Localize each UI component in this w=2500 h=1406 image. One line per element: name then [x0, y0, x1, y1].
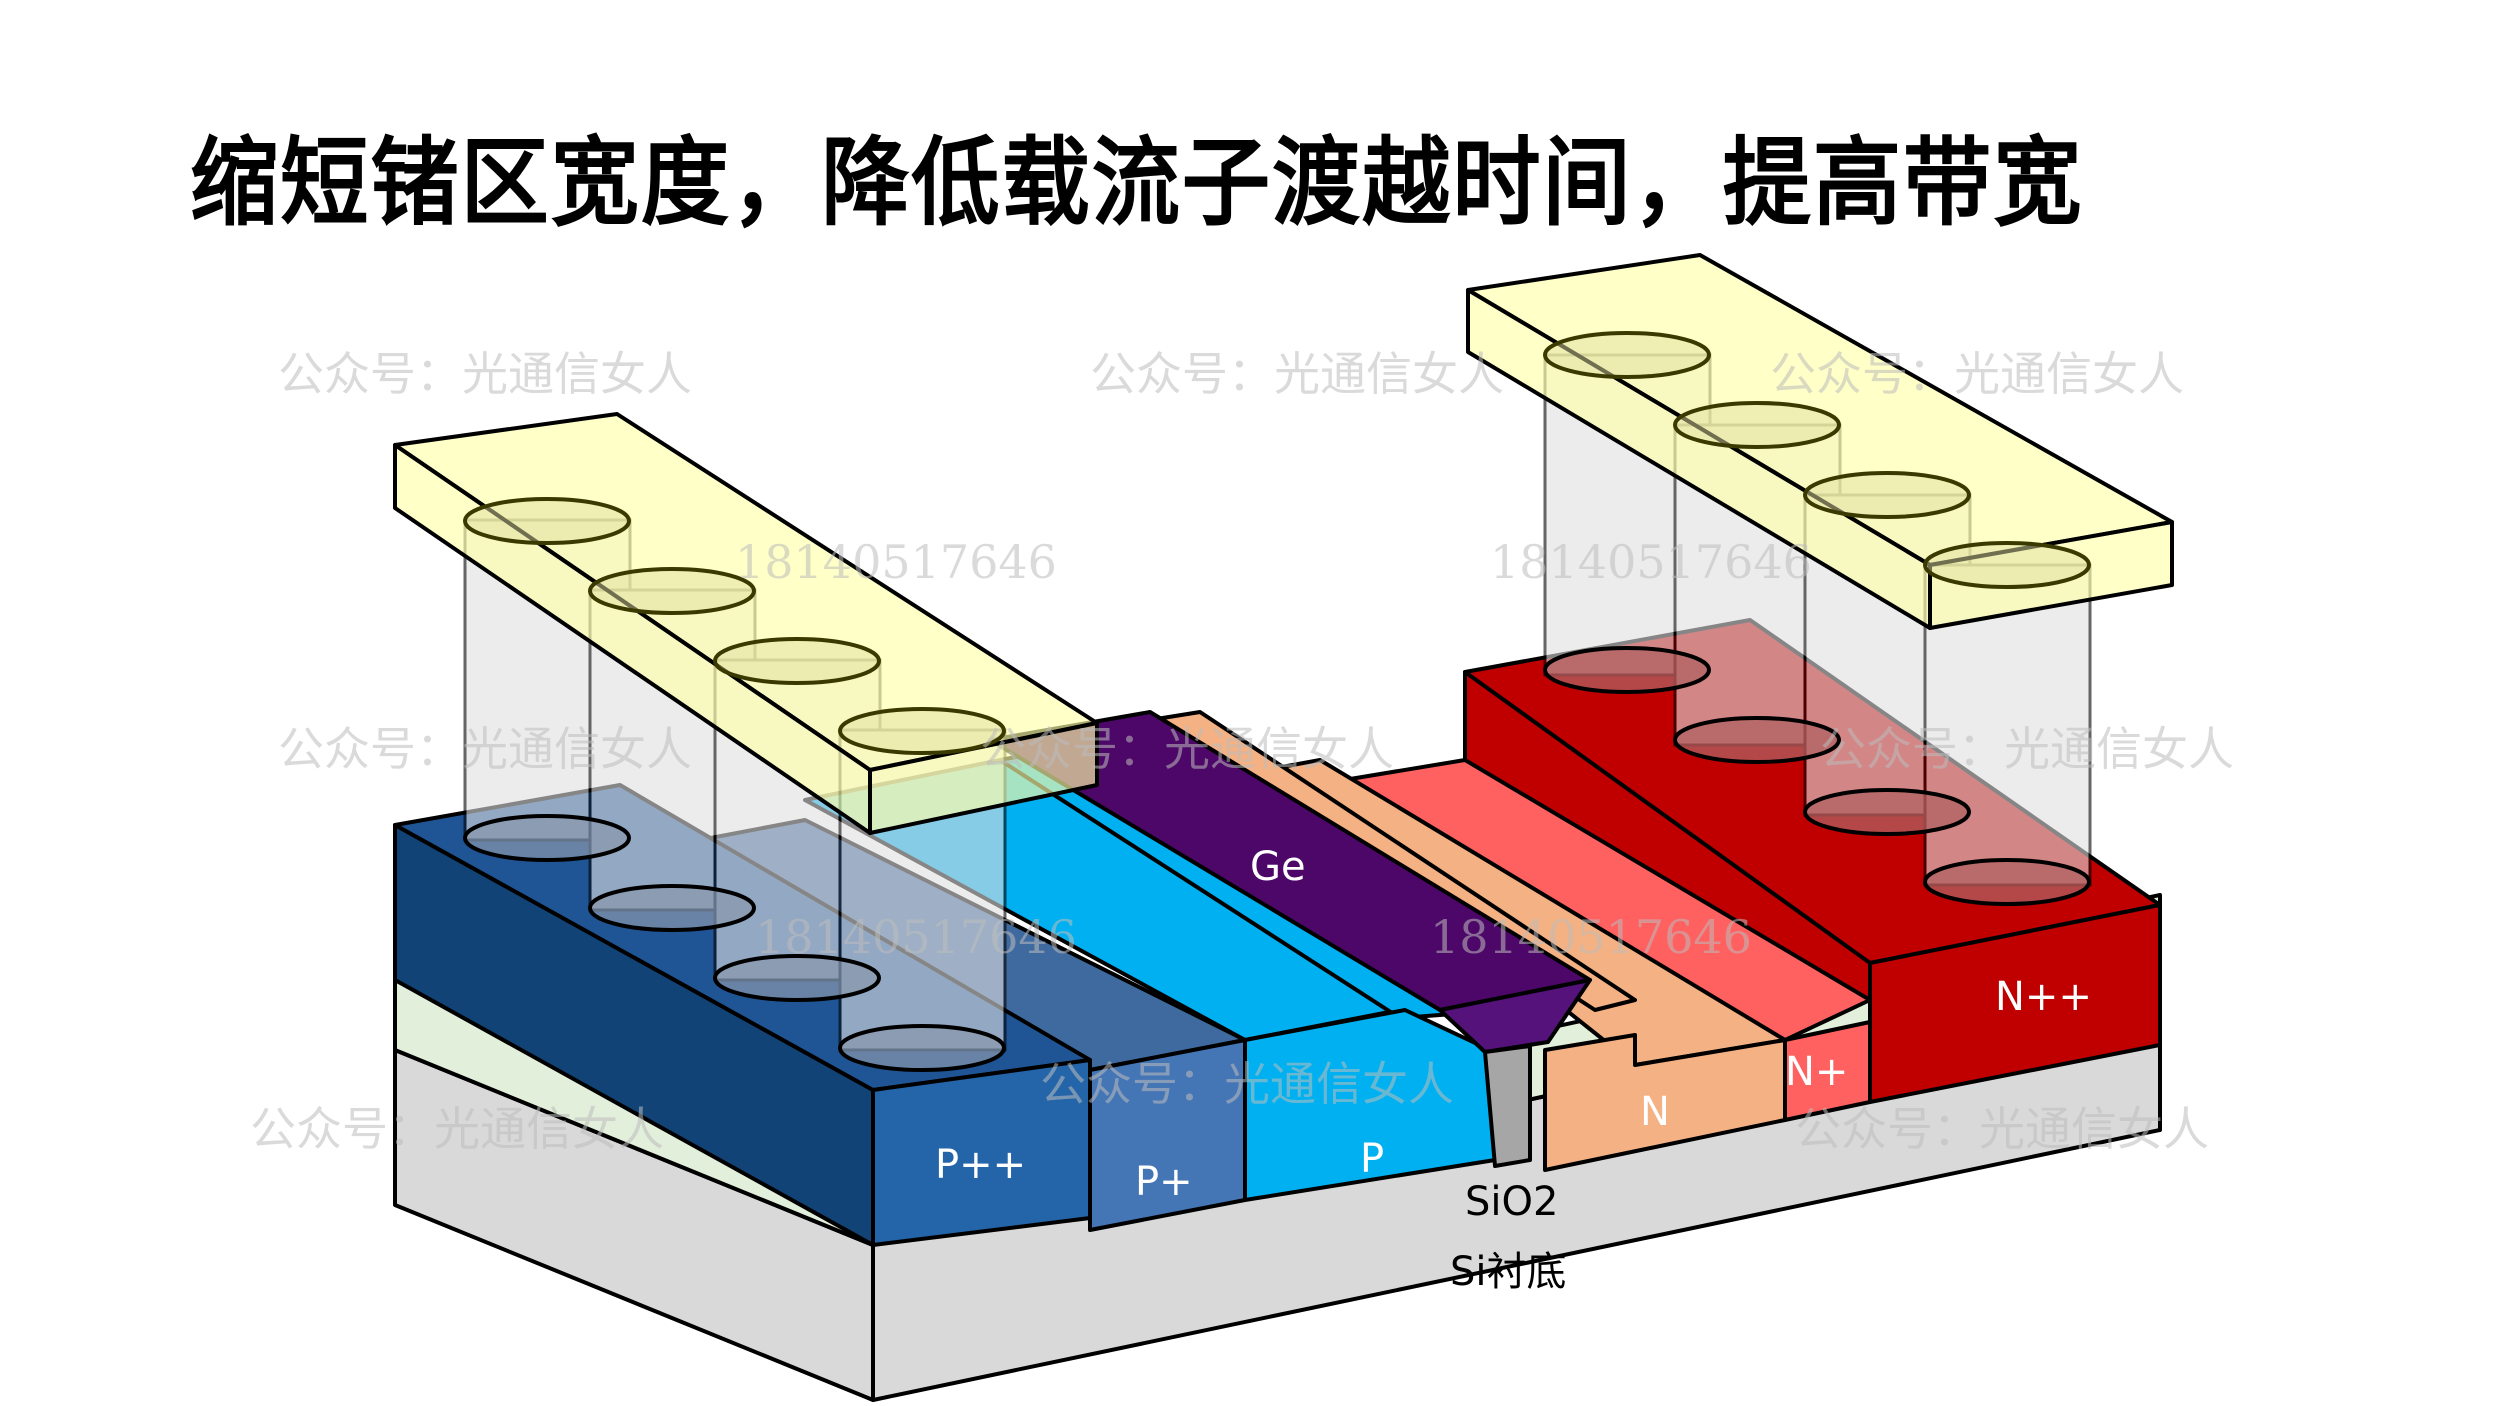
label-n-plus-plus: N++ — [1995, 974, 2092, 1020]
right-via-ends — [1543, 646, 2091, 906]
watermark-phone: 18140517646 — [755, 910, 1077, 964]
watermark-phone: 18140517646 — [1430, 910, 1752, 964]
watermark-phone: 18140517646 — [1490, 535, 1812, 589]
left-electrode — [393, 412, 1099, 835]
watermark-phone: 18140517646 — [735, 535, 1057, 589]
watermark-account: 公众号：光通信女人 — [278, 722, 692, 776]
slide-title: 缩短锗区宽度，降低载流子渡越时间，提高带宽 — [190, 127, 2084, 239]
label-p: P — [1360, 1136, 1384, 1182]
label-ge: Ge — [1250, 844, 1306, 890]
n-plus-region — [1318, 758, 1872, 1122]
watermark-account: 公众号：光通信女人 — [1090, 347, 1504, 401]
watermark-account: 公众号：光通信女人 — [278, 347, 692, 401]
watermark-account: 公众号：光通信女人 — [1820, 722, 2234, 776]
watermark-account: 公众号：光通信女人 — [1040, 1057, 1454, 1111]
label-p-plus: P+ — [1135, 1159, 1193, 1205]
label-sio2: SiO2 — [1465, 1179, 1558, 1225]
label-substrate: Si衬底 — [1450, 1249, 1567, 1295]
left-via-ends — [463, 814, 1006, 1072]
label-n: N — [1640, 1089, 1670, 1135]
sio2-spacer — [1483, 1044, 1532, 1168]
watermark-account: 公众号：光通信女人 — [1795, 1102, 2209, 1156]
right-electrode — [1466, 253, 2174, 630]
watermark-account: 公众号：光通信女人 — [1770, 347, 2184, 401]
watermark-account: 公众号：光通信女人 — [250, 1102, 664, 1156]
label-n-plus: N+ — [1785, 1049, 1848, 1095]
watermark-account: 公众号：光通信女人 — [980, 722, 1394, 776]
label-p-plus-plus: P++ — [935, 1142, 1026, 1188]
